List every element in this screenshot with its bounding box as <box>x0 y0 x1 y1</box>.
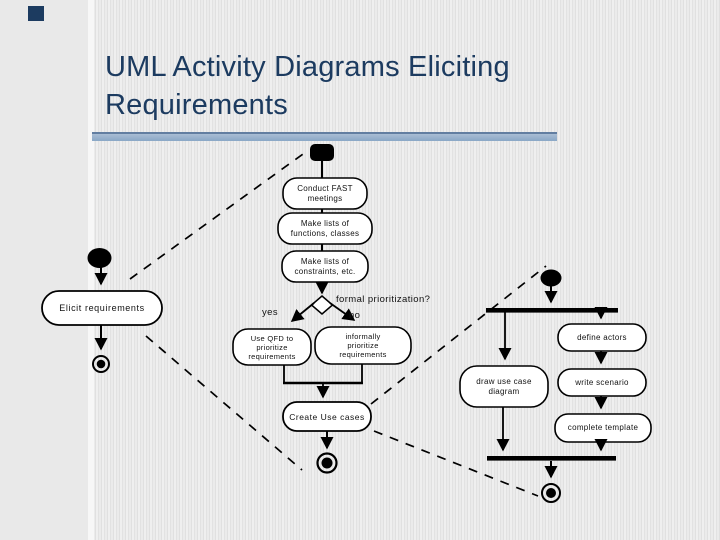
activity-conduct-fast-label: Conduct FAST meetings <box>297 184 353 203</box>
activity-draw-use-case-shape <box>459 365 549 408</box>
accent-square-decoration <box>28 6 44 21</box>
activity-make-lists-functions-label: Make lists of functions, classes <box>290 219 360 238</box>
activity-informally-prioritize-label: informally prioritize requirements <box>339 332 387 359</box>
activity-write-scenario-shape <box>557 368 647 397</box>
activity-create-use-cases-label: Create Use cases <box>289 411 365 422</box>
slide-title-line1: UML Activity Diagrams Eliciting <box>105 51 510 83</box>
refinement-dashed-line-elicit-bottom <box>145 335 303 471</box>
refinement-dashed-line-usecase-top <box>370 265 547 405</box>
activity-informally-prioritize-shape <box>314 326 412 365</box>
final-node-middle-inner <box>321 457 333 469</box>
refinement-dashed-line-usecase-bottom <box>373 430 539 497</box>
decision-diamond <box>310 295 334 315</box>
striped-background <box>90 0 720 540</box>
slide-title: UML Activity Diagrams Eliciting Requirem… <box>105 48 665 124</box>
activity-draw-use-case-label: draw use case diagram <box>476 377 532 396</box>
final-node-middle-outer <box>316 452 338 474</box>
activity-define-actors-shape <box>557 323 647 352</box>
activity-make-lists-functions-shape <box>277 212 373 245</box>
activity-use-qfd-label: Use QFD to prioritize requirements <box>248 333 296 361</box>
slide-title-line2: Requirements <box>105 89 288 121</box>
branch-yes-label: yes <box>262 307 278 318</box>
activity-conduct-fast-shape <box>282 177 368 210</box>
start-node-left <box>87 248 112 268</box>
start-node-middle <box>310 144 334 161</box>
final-node-right-outer <box>541 483 561 503</box>
title-underline-bar <box>92 132 557 141</box>
activity-elicit-requirements-label: Elicit requirements <box>59 303 145 313</box>
activity-write-scenario-label: write scenario <box>575 377 629 387</box>
background-sheen <box>88 0 94 540</box>
decision-question-label: formal prioritization? <box>336 294 431 305</box>
final-node-right-inner <box>546 488 556 498</box>
activity-define-actors-label: define actors <box>577 332 627 342</box>
activity-use-qfd-shape <box>232 328 312 366</box>
fork-bar <box>486 308 618 313</box>
activity-make-lists-constraints-label: Make lists of constraints, etc. <box>294 257 356 276</box>
final-node-left-inner <box>96 359 106 369</box>
final-node-left-outer <box>92 355 110 373</box>
refinement-dashed-line-elicit-top <box>129 153 304 280</box>
branch-no-line <box>329 302 356 321</box>
join-bar <box>487 456 616 461</box>
start-node-right <box>540 269 562 287</box>
branch-yes-line <box>290 302 315 322</box>
branch-no-label: no <box>349 310 361 321</box>
activity-complete-template-label: complete template <box>567 423 639 433</box>
